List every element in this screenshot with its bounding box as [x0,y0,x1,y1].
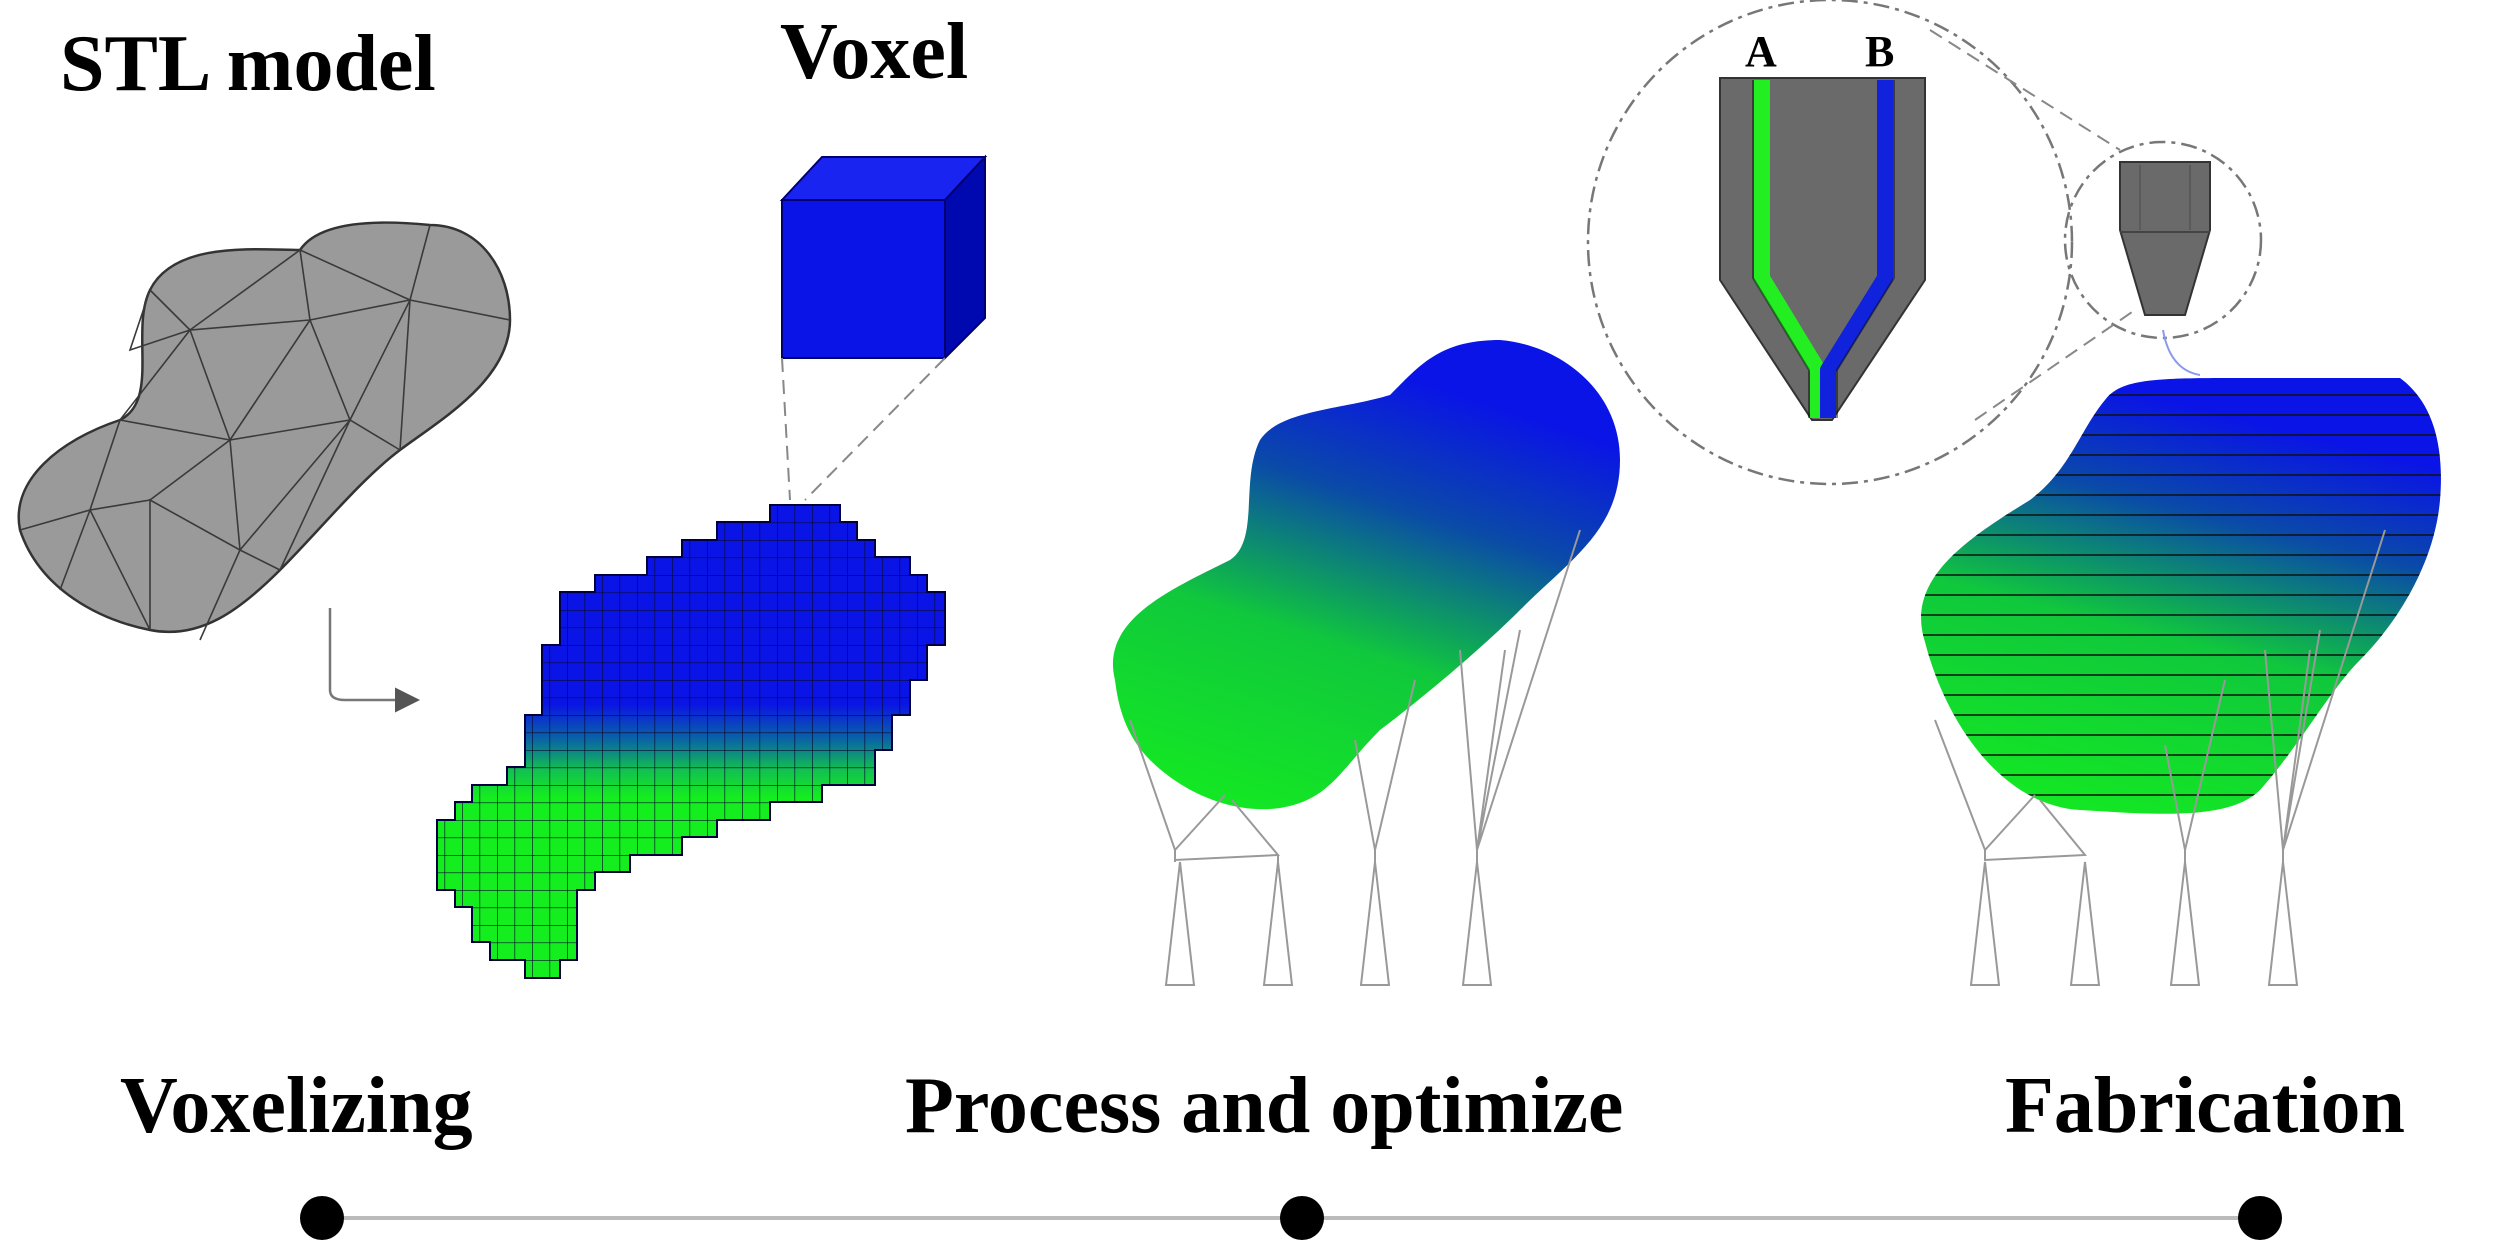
optimized-body [1112,340,1620,810]
voxelized-body [436,504,946,979]
stl-mesh-shape [17,221,512,641]
voxelizing-label: Voxelizing [120,1062,473,1150]
arrow-icon [328,608,420,713]
nozzle-b-label: B [1865,27,1894,76]
voxel-label: Voxel [780,8,968,96]
voxel-zoom-lines [781,357,946,501]
fabricated-body [1921,378,2441,814]
fabrication-label: Fabrication [2005,1062,2405,1150]
timeline-dot-process [1280,1196,1324,1240]
nozzle-detail-magnified: A B [1586,0,2136,486]
voxel-cube [779,154,988,361]
support-structures-3 [1934,529,2386,986]
nozzle-a-label: A [1745,27,1777,76]
support-structures-2 [1129,529,1581,986]
stl-model-label: STL model [60,20,436,108]
timeline-dot-voxelizing [300,1196,344,1240]
timeline-dot-fabrication [2238,1196,2282,1240]
process-label: Process and optimize [905,1062,1623,1150]
small-nozzle-detail [2063,140,2263,376]
